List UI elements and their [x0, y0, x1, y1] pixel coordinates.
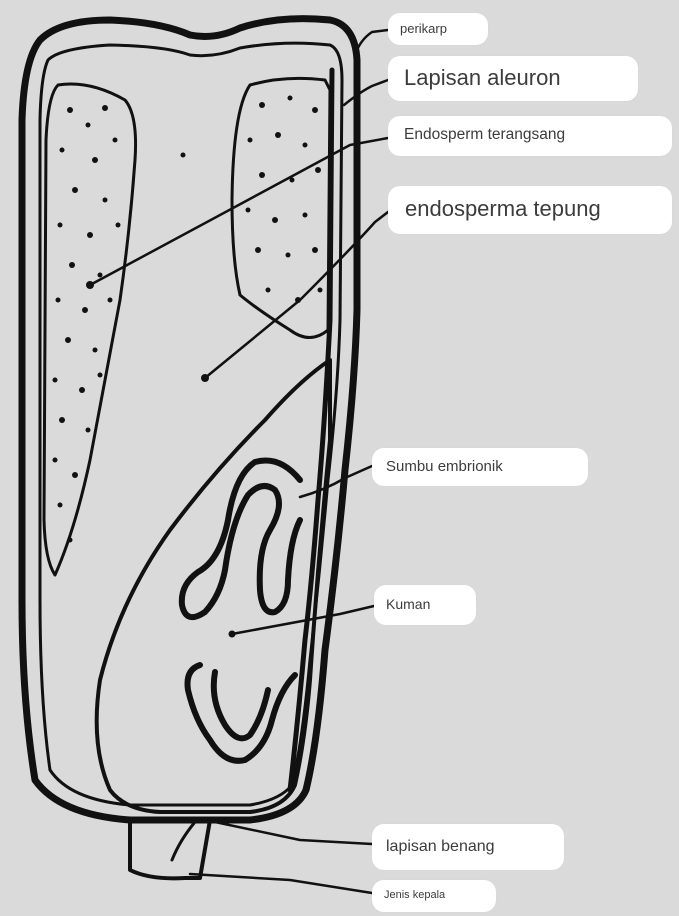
germ-point-dot — [229, 631, 236, 638]
label-perikarp: perikarp — [388, 13, 488, 45]
leader-aleuron — [344, 80, 388, 105]
label-endosperma-tepung: endosperma tepung — [388, 186, 672, 234]
embryonic-axis-upper — [182, 460, 300, 617]
label-endosperm-terangsang: Endosperm terangsang — [388, 116, 672, 156]
tip-cap — [130, 820, 210, 878]
horny-endosperm-left — [44, 84, 136, 575]
leader-sumbu — [300, 466, 372, 497]
endosperm-point-dot — [86, 281, 94, 289]
leader-kepala — [190, 874, 372, 893]
leader-kuman — [232, 606, 374, 634]
horny-endosperm-right-speckles — [246, 96, 323, 304]
leader-perikarp — [355, 30, 388, 55]
embryonic-axis-lower — [188, 665, 296, 761]
leader-benang — [215, 822, 372, 844]
label-kuman: Kuman — [374, 585, 476, 625]
tip-cap-inner — [172, 822, 195, 860]
label-lapisan-benang: lapisan benang — [372, 824, 564, 870]
label-lapisan-aleuron: Lapisan aleuron — [388, 56, 638, 101]
label-sumbu-embrionik: Sumbu embrionik — [372, 448, 588, 486]
starch-point-dot — [201, 374, 209, 382]
stray-dot — [181, 153, 186, 158]
label-jenis-kepala: Jenis kepala — [372, 880, 496, 912]
